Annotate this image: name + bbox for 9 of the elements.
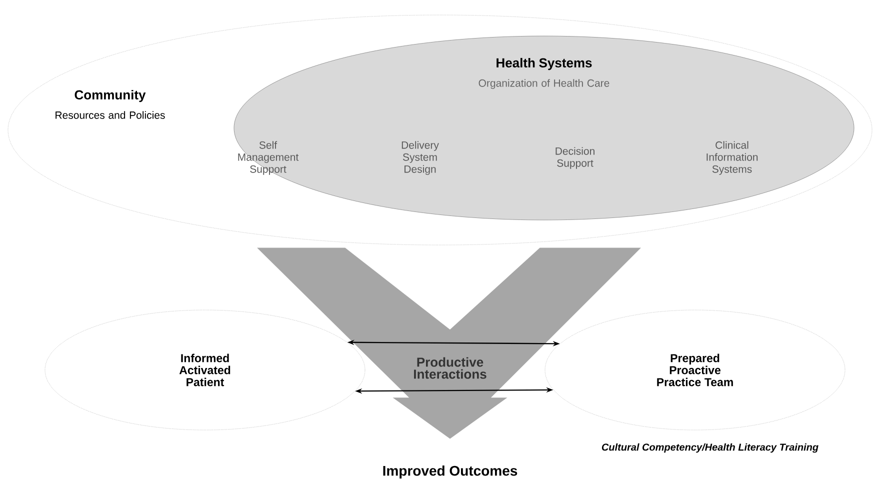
component-label: Clinical Information Systems: [706, 141, 758, 175]
component-label: Decision Support: [556, 147, 594, 169]
component-label: Self Management Support: [238, 141, 299, 175]
ellipse-region: Prepared Proactive Practice Team: [544, 310, 846, 430]
note-text: Cultural Competency/Health Literacy Training: [602, 443, 818, 453]
component-label: Delivery System Design: [402, 141, 439, 175]
ellipse-region: Informed Activated Patient: [44, 310, 366, 430]
center-label: Productive Interactions: [414, 357, 486, 379]
outcome-text: Improved Outcomes: [383, 465, 518, 479]
